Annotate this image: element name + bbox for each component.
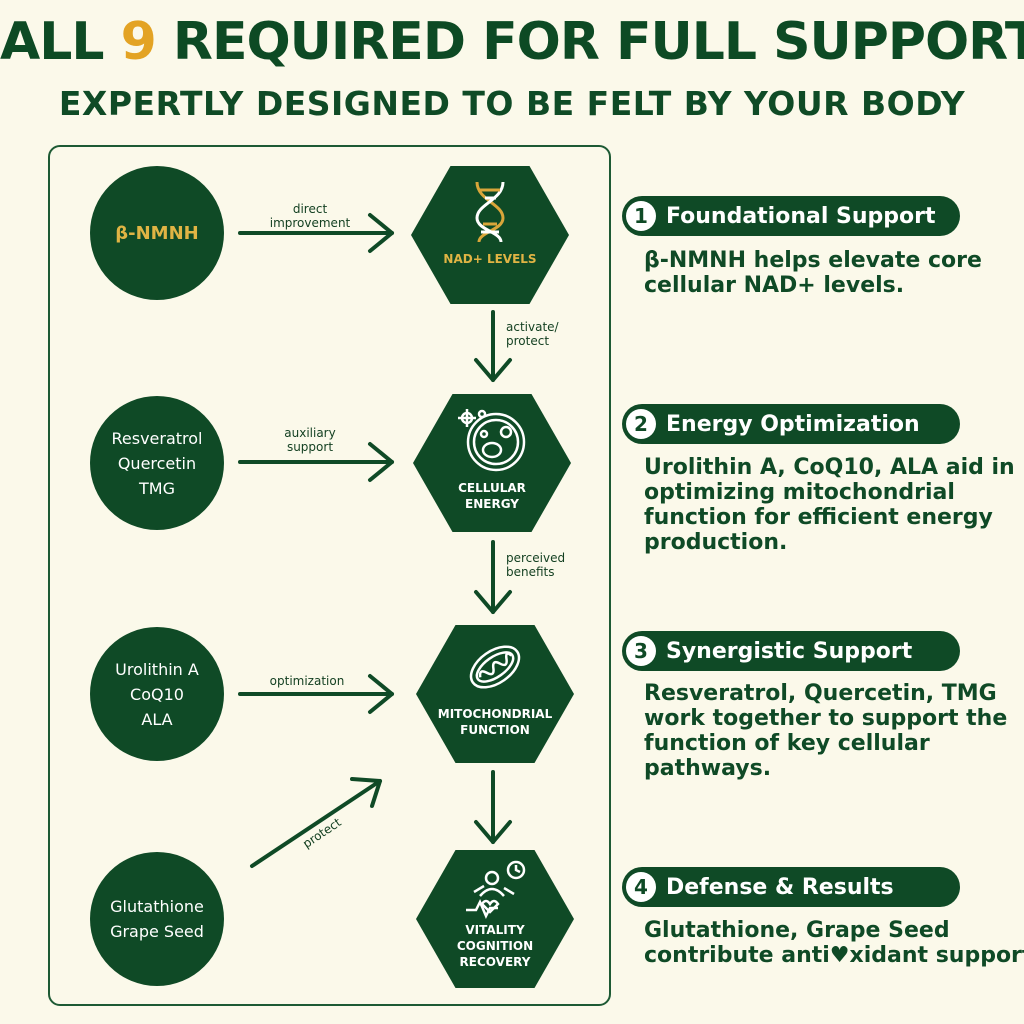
section-header-3: 3 Synergistic Support [622,631,960,671]
page-subtitle: EXPERTLY DESIGNED TO BE FELT BY YOUR BOD… [58,84,966,123]
number-badge: 1 [626,201,656,231]
arrow-to-results [474,770,512,844]
arrow-optimization [238,674,394,714]
arrow-activate-protect [474,310,512,382]
section-header-1: 1 Foundational Support [622,196,960,236]
ingredient-circle-nmnh: β-NMNH [90,166,224,300]
diagram-panel [48,145,611,1006]
title-number: 9 [120,12,157,72]
number-badge: 3 [626,636,656,666]
number-badge: 4 [626,872,656,902]
section-title: Synergistic Support [666,638,913,664]
dna-icon [475,181,505,243]
label-optimization: optimization [269,674,345,688]
section-title: Defense & Results [666,874,894,900]
section-title: Energy Optimization [666,411,920,437]
section-text-4: Glutathione, Grape Seed contribute anti♥… [644,918,1024,968]
arrow-direct-improvement [238,213,394,253]
arrow-protect [250,777,382,868]
arrow-auxiliary-support [238,442,394,482]
heart-icon: ♥ [829,943,850,968]
cell-icon [458,409,526,472]
mitochondria-icon [469,645,521,689]
stage-label: NAD+ LEVELS [443,252,537,266]
number-badge: 2 [626,409,656,439]
section-header-4: 4 Defense & Results [622,867,960,907]
section-title: Foundational Support [666,203,936,229]
label-activate-protect: activate/protect [506,320,559,348]
person-icon [466,860,526,919]
arrow-perceived-benefits [474,540,512,614]
section-header-2: 2 Energy Optimization [622,404,960,444]
page-title: ALL 9 REQUIRED FOR FULL SUPPORT [0,12,1024,72]
